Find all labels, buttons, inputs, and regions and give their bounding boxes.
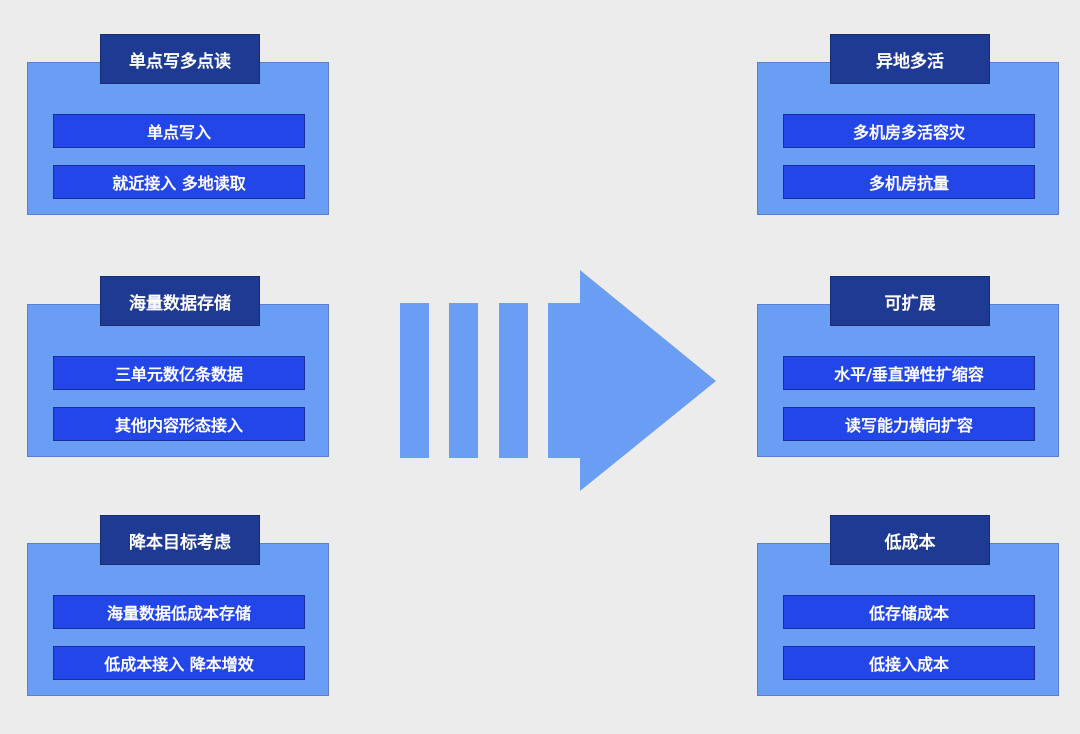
- panel-massive-data-storage: 海量数据存储 三单元数亿条数据 其他内容形态接入: [27, 276, 329, 457]
- arrow-head: [548, 270, 716, 491]
- panel-item: 就近接入 多地读取: [53, 165, 305, 199]
- panel-title: 单点写多点读: [100, 34, 260, 84]
- panel-item: 多机房抗量: [783, 165, 1035, 199]
- panel-item: 单点写入: [53, 114, 305, 148]
- panel-item: 多机房多活容灾: [783, 114, 1035, 148]
- panel-low-cost: 低成本 低存储成本 低接入成本: [757, 515, 1059, 696]
- panel-item: 低存储成本: [783, 595, 1035, 629]
- panel-title: 降本目标考虑: [100, 515, 260, 565]
- arrow-stripe: [499, 303, 528, 458]
- panel-item: 三单元数亿条数据: [53, 356, 305, 390]
- panel-single-write-multi-read: 单点写多点读 单点写入 就近接入 多地读取: [27, 34, 329, 215]
- panel-item: 海量数据低成本存储: [53, 595, 305, 629]
- panel-scalable: 可扩展 水平/垂直弹性扩缩容 读写能力横向扩容: [757, 276, 1059, 457]
- arrow-stripe: [400, 303, 429, 458]
- right-arrow-icon: [400, 270, 716, 491]
- panel-item: 其他内容形态接入: [53, 407, 305, 441]
- arrow-stripe: [449, 303, 478, 458]
- panel-title: 可扩展: [830, 276, 990, 326]
- panel-title: 海量数据存储: [100, 276, 260, 326]
- panel-item: 低成本接入 降本增效: [53, 646, 305, 680]
- panel-item: 低接入成本: [783, 646, 1035, 680]
- panel-title: 低成本: [830, 515, 990, 565]
- panel-title: 异地多活: [830, 34, 990, 84]
- panel-multi-active: 异地多活 多机房多活容灾 多机房抗量: [757, 34, 1059, 215]
- panel-cost-reduction-goal: 降本目标考虑 海量数据低成本存储 低成本接入 降本增效: [27, 515, 329, 696]
- panel-item: 水平/垂直弹性扩缩容: [783, 356, 1035, 390]
- panel-item: 读写能力横向扩容: [783, 407, 1035, 441]
